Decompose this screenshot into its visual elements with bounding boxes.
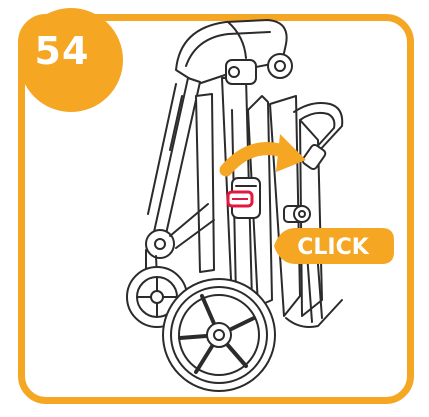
step-badge: 54 [19,8,123,112]
rear-leg-frame [148,78,200,234]
click-callout: CLICK [274,228,394,264]
fold-latch-highlight [228,192,252,206]
side-lock-knob [284,206,310,222]
upper-pivot-hub [268,54,292,78]
click-label: CLICK [297,235,369,260]
rear-wheel [163,279,275,391]
step-number: 54 [35,29,90,73]
